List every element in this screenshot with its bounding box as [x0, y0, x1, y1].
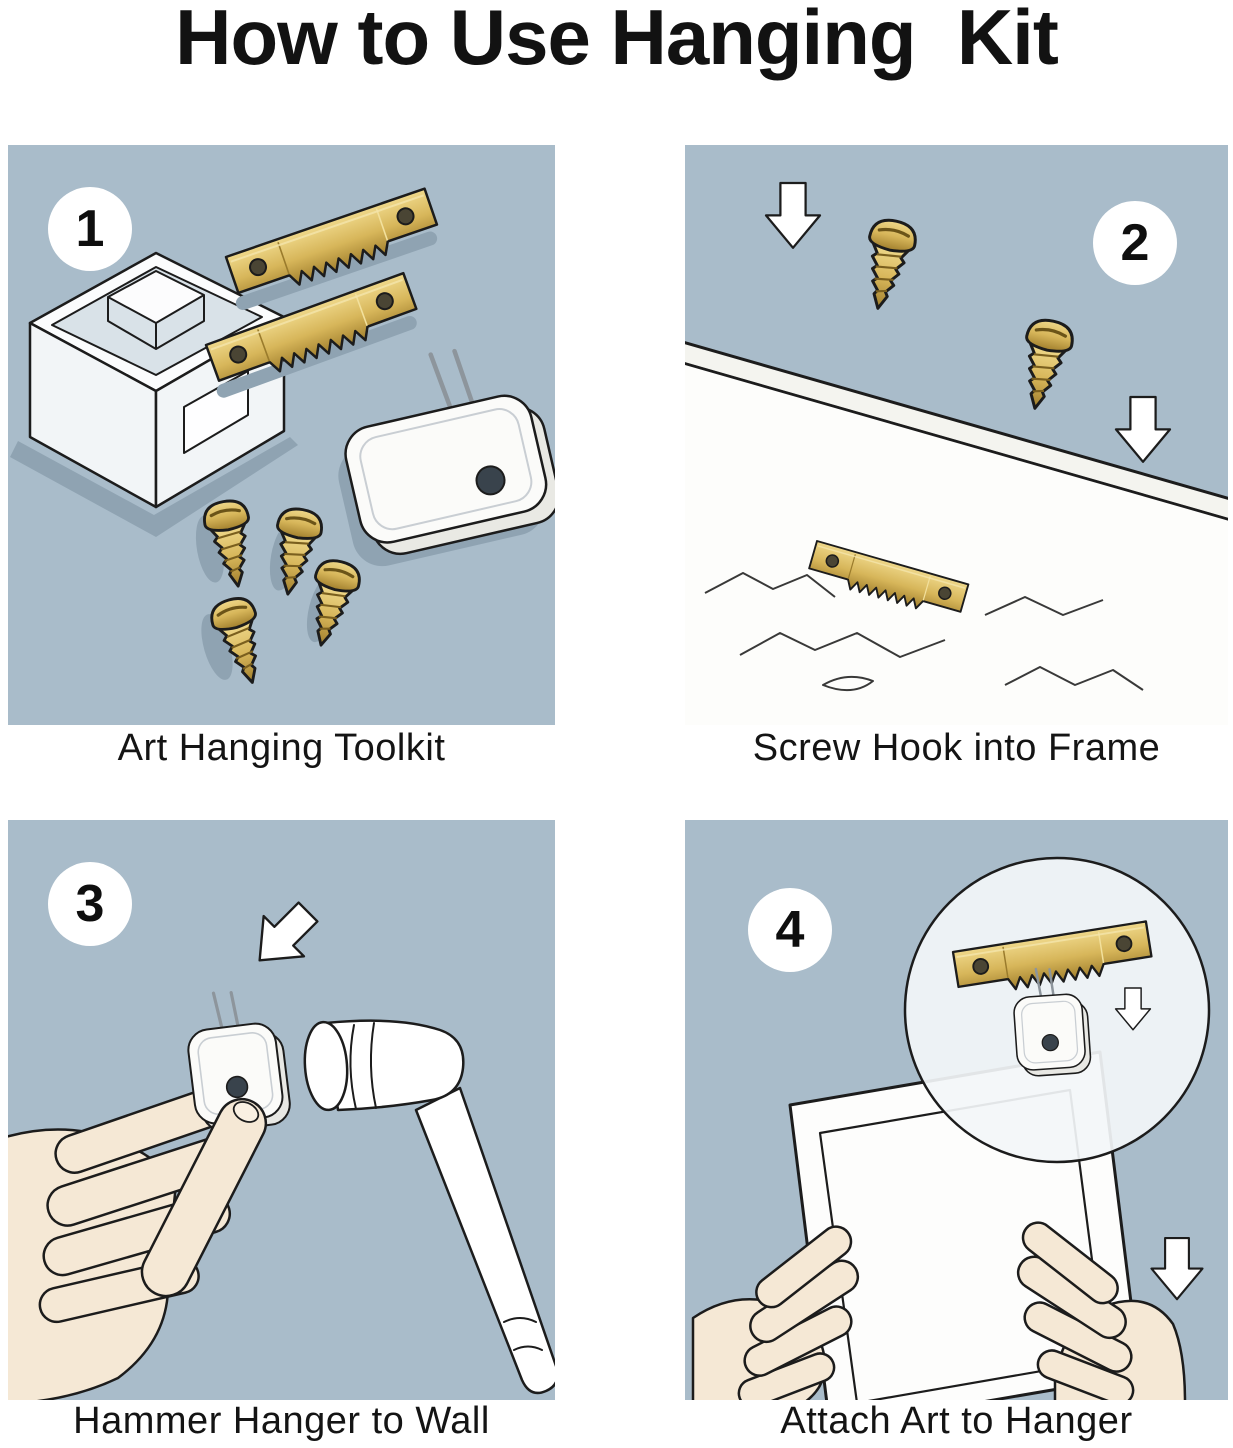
step-2-number: 2	[1120, 214, 1150, 272]
step-1-caption: Art Hanging Toolkit	[117, 727, 446, 769]
frame-board	[685, 341, 1228, 725]
wood-grain	[704, 572, 1144, 692]
step-2-caption: Screw Hook into Frame	[752, 727, 1161, 769]
step-2-illustration	[685, 181, 1228, 725]
step-1-number-badge: 1	[48, 187, 132, 271]
step-4-caption: Attach Art to Hanger	[780, 1400, 1133, 1442]
down-left-arrow-icon	[238, 890, 330, 982]
step-3-number-badge: 3	[48, 862, 132, 946]
down-arrow-icon	[1114, 395, 1172, 463]
right-hand	[1016, 1221, 1187, 1400]
left-hand	[691, 1225, 860, 1400]
screw-icon	[853, 214, 921, 315]
screw-icon	[1010, 314, 1078, 415]
hammer	[303, 1019, 555, 1395]
step-2-panel: 2	[685, 145, 1228, 725]
step-3-panel: 3	[8, 820, 555, 1400]
screws	[195, 496, 365, 691]
thumb	[140, 1097, 268, 1298]
down-arrow-icon	[764, 181, 822, 249]
step-4-panel: 4	[685, 820, 1228, 1400]
step-4-illustration	[691, 856, 1211, 1400]
page-title: How to Use Hanging Kit	[175, 0, 1059, 81]
step-1-illustration	[10, 187, 555, 691]
wall-hook	[338, 348, 555, 567]
step-2-number-badge: 2	[1093, 201, 1177, 285]
down-arrow-icon	[1150, 1236, 1204, 1301]
step-1-panel: 1	[8, 145, 555, 725]
step-4-number: 4	[775, 901, 805, 959]
step-3-illustration	[8, 890, 555, 1400]
step-4-number-badge: 4	[748, 888, 832, 972]
step-1-number: 1	[75, 200, 105, 258]
sawtooth-hangers	[204, 187, 443, 398]
step-3-number: 3	[75, 875, 105, 933]
step-3-caption: Hammer Hanger to Wall	[73, 1400, 490, 1442]
